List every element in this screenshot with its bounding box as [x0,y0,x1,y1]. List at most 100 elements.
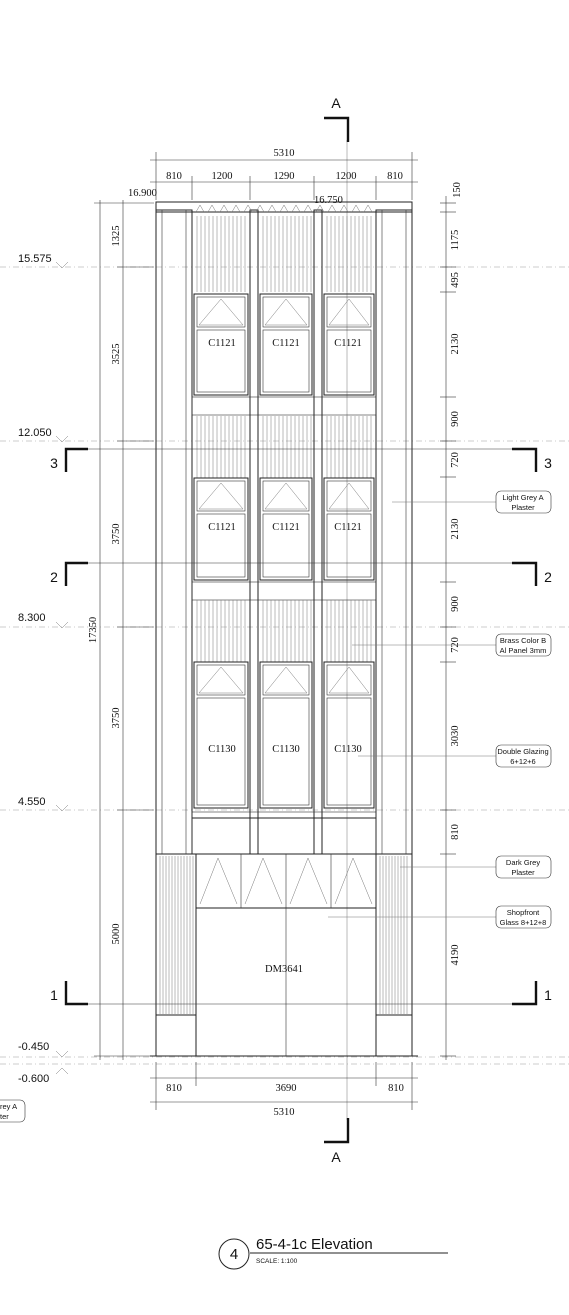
dim-seg: 2130 [450,519,461,540]
window-frame [323,477,375,581]
window-label: C1121 [334,338,362,349]
brass-panel-stripes [159,204,408,1014]
window-label: C1130 [334,744,362,755]
dim-seg: 150 [452,182,463,198]
dim-seg: 900 [450,596,461,612]
parapet-notch [339,204,349,213]
section-a-markers: A A [324,95,350,1165]
level-label: 12.050 [18,427,52,439]
material-tags: Light Grey A Plaster Brass Color B Al Pa… [0,490,552,1123]
level-labels: 15.575 12.050 8.300 4.550 -0.450 -0.600 [18,253,69,1085]
window-frame [193,477,249,581]
dim-seg: 810 [166,1083,182,1094]
level-lines [0,266,569,1065]
window-frame [193,661,249,809]
window-opening-mark [264,482,308,510]
facade [150,201,418,1057]
level-label: -0.600 [18,1073,49,1085]
drawing-title: 65-4-1c Elevation [256,1236,373,1253]
window-transom [196,296,246,328]
window-pane [262,329,310,393]
tag-shopfront: Shopfront [507,908,540,917]
section-1-right: 1 [544,987,552,1003]
level-parapet-left: 16.900 [128,188,157,199]
window-opening-mark [264,666,308,694]
window-opening-mark [198,298,244,326]
top-dimensions: 5310 810 1200 1290 1200 810 16.900 16.75… [128,148,418,206]
dim-seg: 3525 [111,344,122,365]
dim-seg: 1290 [274,171,295,182]
window-transom [326,296,372,328]
dim-total-left: 17350 [88,617,99,643]
dim-seg: 810 [388,1083,404,1094]
tag-light-grey: Light Grey A [502,493,543,502]
dim-seg: 810 [450,824,461,840]
window-label: C1130 [208,744,236,755]
window-pane [326,329,372,393]
window-frame [323,293,375,396]
window-pane [196,329,246,393]
level-label: 4.550 [18,796,46,808]
parapet-notch [195,204,205,213]
window-pane [262,513,310,578]
level-label: -0.450 [18,1041,49,1053]
tag-dark-grey-2: Plaster [511,868,535,877]
section-a-top-label: A [331,95,341,111]
tag-brass: Brass Color B [500,636,546,645]
bottom-dimensions: 810 3690 810 5310 [150,1062,418,1118]
window-frame [193,293,249,396]
window-transom [196,480,246,512]
door-label: DM3641 [265,964,303,975]
dim-seg: 810 [387,171,403,182]
dim-seg: 810 [166,171,182,182]
parapet-notch [231,204,241,213]
section-1-left: 1 [50,987,58,1003]
window-labels: C1121 C1121 C1121 C1121 C1121 C1121 C113… [208,338,362,975]
parapet-notch [315,204,325,213]
window-frame [323,661,375,809]
window-opening-mark [264,298,308,326]
window-label: C1121 [272,522,300,533]
window-opening-mark [328,298,370,326]
window-opening-mark [328,482,370,510]
parapet-notch [303,204,313,213]
window-transom [326,664,372,696]
window-label: C1121 [334,522,362,533]
dim-seg: 495 [450,272,461,288]
parapet-notch [363,204,373,213]
tag-partial: rey A [0,1102,17,1111]
window-label: C1121 [208,522,236,533]
parapet-notch [327,204,337,213]
window-frame [259,293,313,396]
dim-seg: 720 [450,452,461,468]
dim-seg: 900 [450,411,461,427]
window-pane [326,513,372,578]
window-transom [262,296,310,328]
window-frame [259,661,313,809]
window-label: C1130 [272,744,300,755]
dim-seg: 1175 [450,230,461,251]
title-block: 4 65-4-1c Elevation SCALE: 1:100 [218,1236,448,1270]
window-pane [326,697,372,806]
tag-partial-2: ter [0,1112,9,1121]
dim-seg: 3690 [276,1083,297,1094]
section-3-right: 3 [544,455,552,471]
window-transom [326,480,372,512]
window-pane [262,697,310,806]
window-transom [262,480,310,512]
dim-seg: 4190 [450,945,461,966]
level-parapet-right: 16.750 [314,195,343,206]
tag-brass-2: Al Panel 3mm [500,646,547,655]
dim-seg: 2130 [450,334,461,355]
section-2-left: 2 [50,569,58,585]
level-label: 15.575 [18,253,52,265]
dim-seg: 3750 [111,708,122,729]
parapet-notch [279,204,289,213]
parapet-notch [291,204,301,213]
parapet-notch [351,204,361,213]
tag-shopfront-2: Glass 8+12+8 [500,918,547,927]
window-pane [196,697,246,806]
window-frames [193,293,375,809]
drawing-number: 4 [230,1246,238,1263]
